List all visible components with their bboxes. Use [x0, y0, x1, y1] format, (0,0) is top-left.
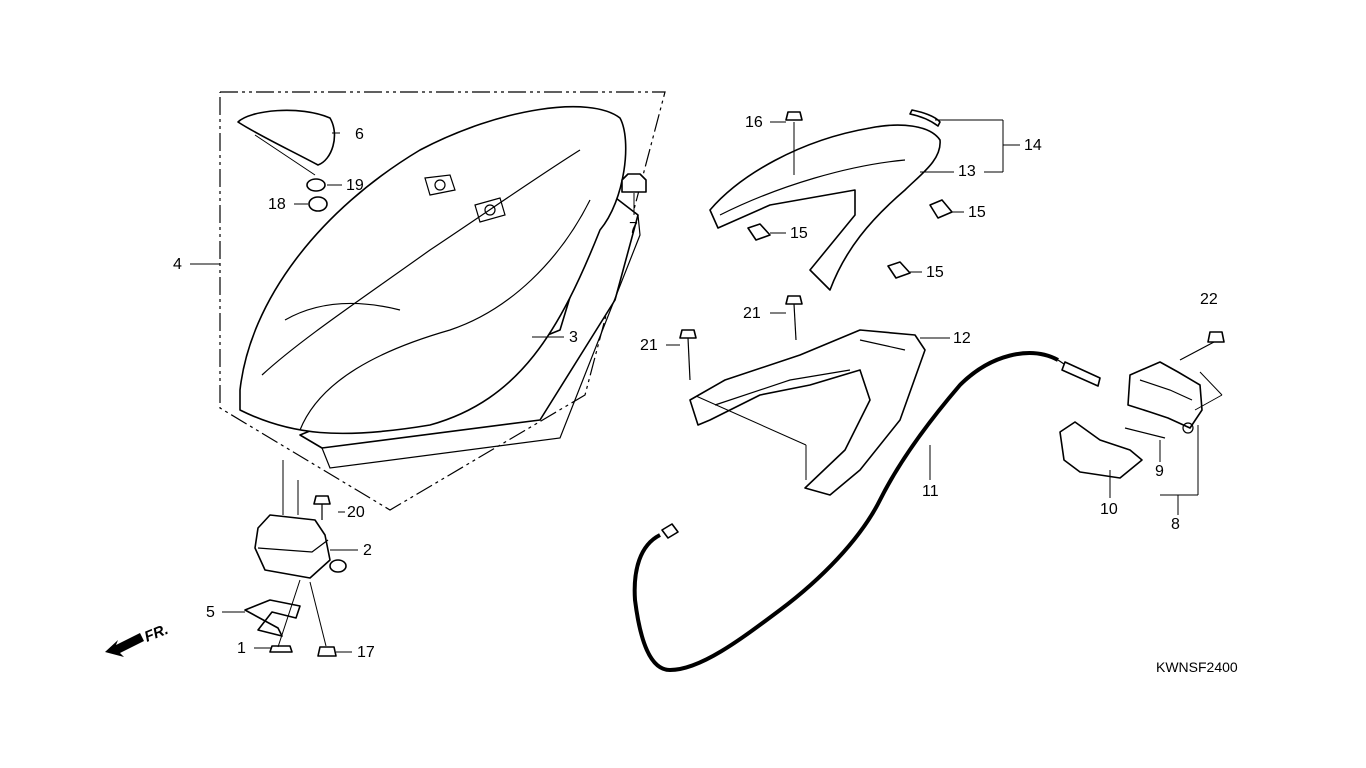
drawing-code: KWNSF2400	[1156, 659, 1238, 675]
hinge-part-2	[254, 514, 331, 579]
clip-part-15-a	[747, 223, 771, 241]
bracket-part-5	[244, 599, 301, 637]
callout-14: 14	[1024, 137, 1042, 154]
callout-4: 4	[173, 256, 182, 273]
callout-3: 3	[569, 329, 578, 346]
callout-15-c: 15	[926, 264, 944, 281]
nut-part-17	[317, 646, 337, 657]
callout-18: 18	[268, 196, 286, 213]
bolt-part-20	[313, 495, 331, 505]
callout-11: 11	[922, 483, 939, 500]
callout-15-b: 15	[790, 225, 808, 242]
mark-part-14	[909, 109, 941, 127]
callout-12: 12	[953, 330, 971, 347]
callout-21-a: 21	[640, 337, 658, 354]
carrier-frame-part-12	[689, 329, 926, 496]
spring-part-9	[1124, 427, 1166, 439]
cable-part-11	[632, 351, 1059, 673]
bolt-part-21-b	[785, 295, 803, 305]
callout-6: 6	[355, 126, 364, 143]
callout-17: 17	[357, 644, 375, 661]
bolt-part-16	[785, 111, 803, 121]
stopper-part-7	[621, 173, 647, 193]
callout-15-a: 15	[968, 204, 986, 221]
cover-part-10	[1059, 421, 1143, 479]
seat-group-bracket	[219, 91, 666, 511]
callout-1: 1	[237, 640, 246, 657]
callout-16: 16	[745, 114, 763, 131]
callout-10: 10	[1100, 501, 1118, 518]
rear-cover-part-13	[709, 124, 941, 291]
bolt-part-22	[1207, 331, 1225, 343]
seat-cushion	[239, 105, 641, 469]
backrest-part-6	[237, 109, 336, 166]
callout-8: 8	[1171, 516, 1180, 533]
clip-part-15-b	[929, 199, 953, 219]
bolt-part-1	[269, 645, 293, 653]
callout-19: 19	[346, 177, 364, 194]
clip-part-15-c	[887, 261, 911, 279]
front-direction-arrow-icon	[105, 633, 144, 657]
bolt-part-21-a	[679, 329, 697, 339]
callout-20: 20	[347, 504, 365, 521]
callout-2: 2	[363, 542, 372, 559]
callout-13: 13	[958, 163, 976, 180]
rubber-part-18	[308, 196, 328, 212]
callout-7: 7	[629, 220, 638, 237]
callout-5: 5	[206, 604, 215, 621]
rubber-part-19	[306, 178, 326, 192]
callout-21-b: 21	[743, 305, 761, 322]
lock-part-8	[1127, 361, 1203, 429]
callout-22: 22	[1200, 291, 1218, 308]
callout-9: 9	[1155, 463, 1164, 480]
